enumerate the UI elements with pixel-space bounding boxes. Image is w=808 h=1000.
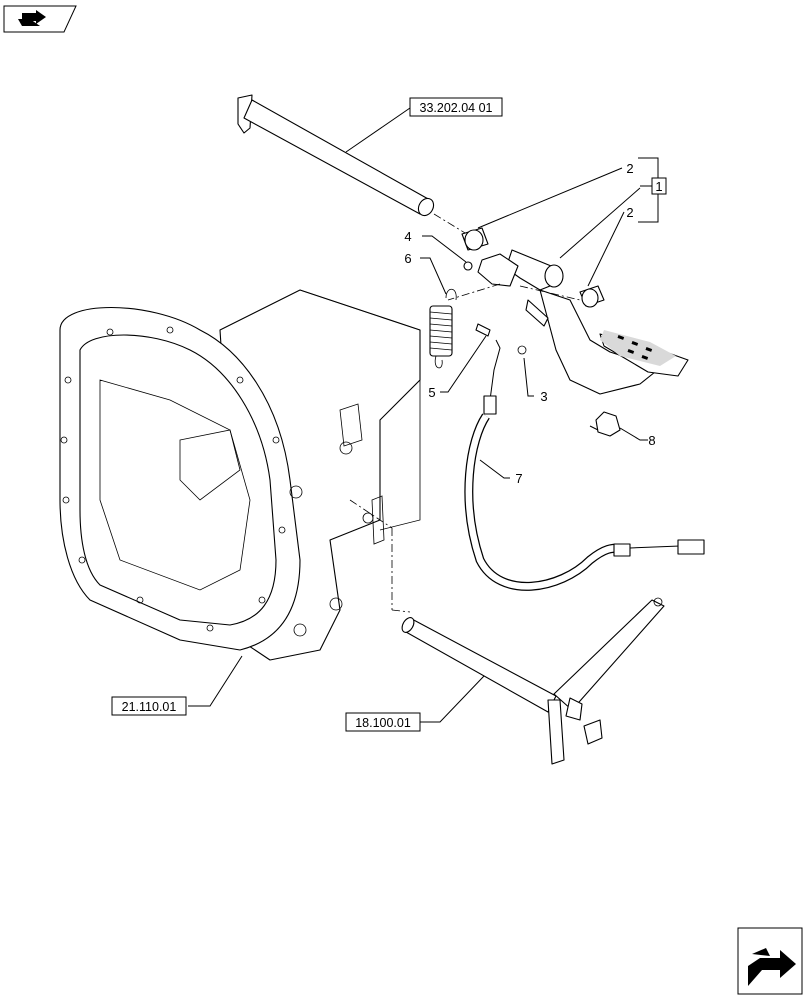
folder-arrow-icon[interactable] bbox=[3, 5, 77, 33]
callout-8: 8 bbox=[648, 433, 655, 448]
callout-2-lower: 2 bbox=[626, 205, 633, 220]
lower-shaft-lever bbox=[391, 528, 665, 765]
callout-2-upper: 2 bbox=[626, 161, 633, 176]
brake-cable bbox=[464, 339, 705, 591]
bushing-left bbox=[461, 227, 489, 251]
return-spring bbox=[429, 288, 457, 369]
ref-box-18-100-01[interactable]: 18.100.01 bbox=[345, 712, 421, 732]
transmission-housing bbox=[59, 289, 421, 661]
callout-4: 4 bbox=[404, 229, 411, 244]
ref-label-housing: 21.110.01 bbox=[122, 700, 177, 714]
ref-label-shaft: 18.100.01 bbox=[355, 716, 411, 730]
lever-bracket bbox=[463, 253, 519, 287]
ref-label-top: 33.202.04 01 bbox=[420, 101, 493, 115]
ref-box-21-110-01[interactable]: 21.110.01 bbox=[111, 696, 187, 716]
retaining-clip bbox=[517, 345, 527, 355]
callout-label-1: 1 bbox=[655, 179, 662, 194]
callout-1: 1 bbox=[651, 177, 667, 195]
upper-shaft bbox=[237, 94, 471, 237]
clevis-pin bbox=[475, 323, 491, 337]
next-page-arrow-icon[interactable] bbox=[737, 927, 803, 995]
bushing-right bbox=[579, 285, 605, 308]
brake-pedal bbox=[505, 249, 689, 395]
bump-stop bbox=[589, 411, 621, 437]
callout-5: 5 bbox=[428, 385, 435, 400]
callout-3: 3 bbox=[540, 389, 547, 404]
callout-7: 7 bbox=[515, 471, 522, 486]
callout-6: 6 bbox=[404, 251, 411, 266]
ref-box-33-202-04-01[interactable]: 33.202.04 01 bbox=[409, 97, 503, 117]
